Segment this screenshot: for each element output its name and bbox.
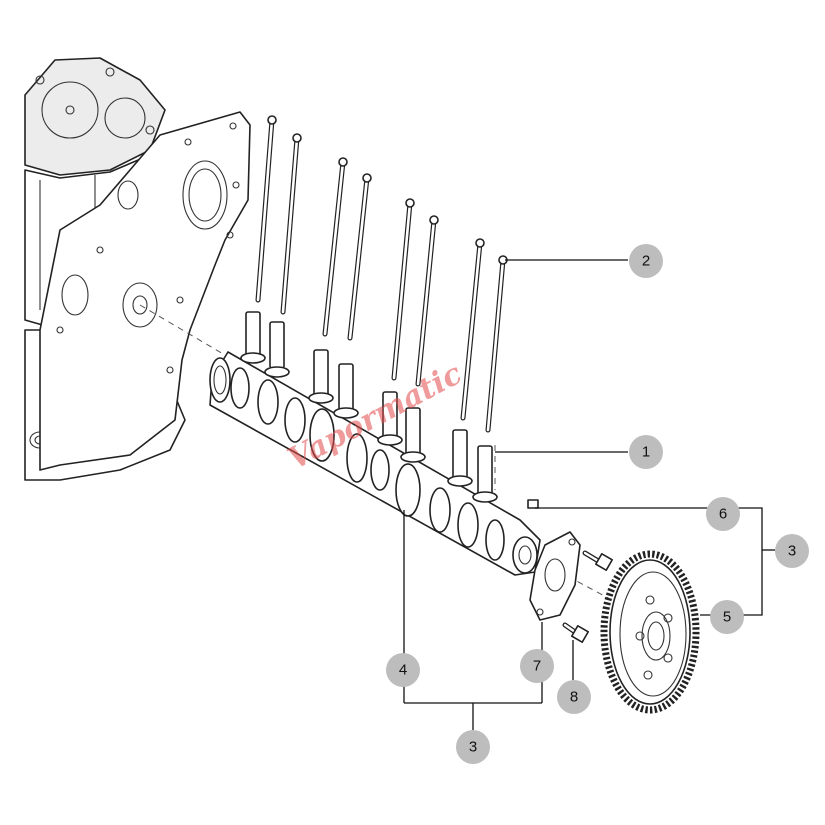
callout-7-label: 7	[533, 658, 541, 675]
callout-4-label: 4	[399, 662, 407, 679]
callout-6-label: 6	[719, 506, 727, 523]
callout-3-right-label: 3	[788, 543, 796, 560]
callout-3-bottom: 3	[456, 730, 490, 764]
callout-8: 8	[557, 680, 591, 714]
callout-1-label: 1	[642, 444, 650, 461]
callout-5-label: 5	[723, 609, 731, 626]
thrust-plate	[529, 531, 581, 621]
callout-4: 4	[386, 653, 420, 687]
leader-lines	[403, 259, 775, 730]
callout-1: 1	[629, 435, 663, 469]
tappets	[240, 311, 498, 503]
callout-5: 5	[710, 600, 744, 634]
cam-gear	[600, 550, 700, 714]
callout-3-bottom-label: 3	[469, 739, 477, 756]
push-rods	[255, 115, 508, 433]
callout-3-right: 3	[775, 534, 809, 568]
callout-7: 7	[520, 649, 554, 683]
callout-2-label: 2	[642, 253, 650, 270]
camshaft	[209, 351, 541, 576]
timing-plate	[39, 111, 251, 471]
woodruff-key	[527, 499, 539, 509]
callout-6: 6	[706, 497, 740, 531]
callout-2: 2	[629, 244, 663, 278]
bolts	[562, 550, 613, 643]
callout-8-label: 8	[570, 689, 578, 706]
